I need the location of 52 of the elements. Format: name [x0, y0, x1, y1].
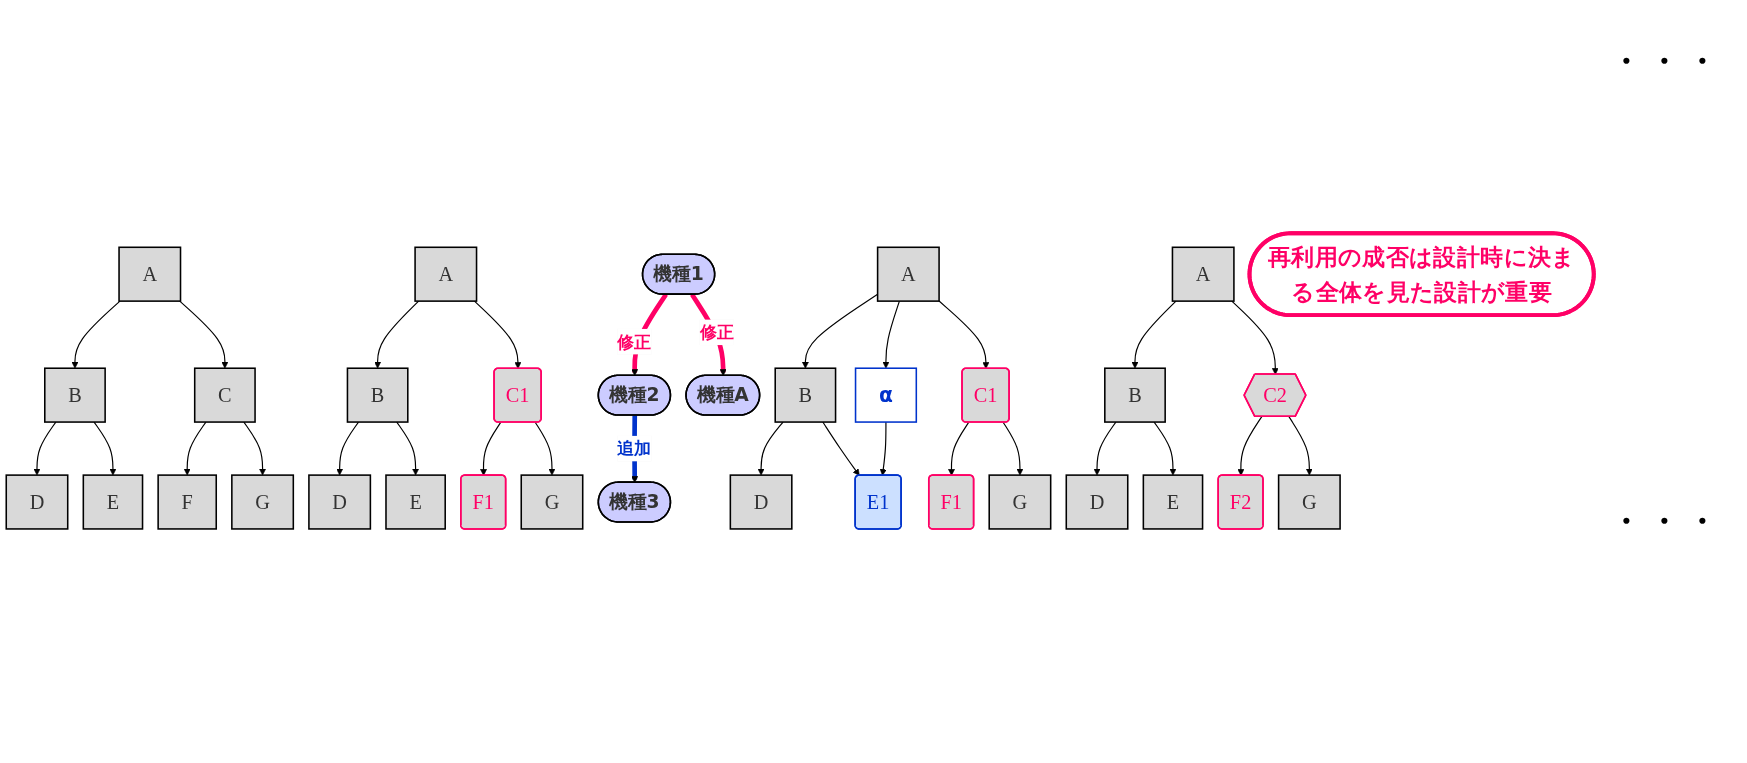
- arrow: [336, 421, 360, 476]
- arrow: [534, 422, 556, 476]
- arrow: [183, 421, 207, 476]
- arrow: [1231, 300, 1279, 376]
- arrow: [480, 422, 502, 477]
- arrow: [71, 300, 121, 369]
- node-box: B: [346, 367, 409, 424]
- arrow: [948, 422, 970, 477]
- arrow: [473, 300, 522, 370]
- arrow: [1288, 416, 1313, 476]
- arrow: [938, 300, 990, 370]
- arrow: [1237, 416, 1263, 477]
- node-box: G: [1277, 474, 1341, 531]
- arrow: [374, 300, 420, 369]
- node-box: A: [414, 246, 478, 303]
- edge-label: 追加: [617, 439, 652, 459]
- arrow: [396, 421, 420, 476]
- node-box: A: [118, 246, 182, 303]
- arrow: [879, 421, 887, 477]
- node-box: A: [1171, 246, 1235, 303]
- node-box: E: [1142, 474, 1204, 531]
- node-box: E: [385, 474, 446, 531]
- node-box: G: [988, 474, 1052, 531]
- node-box: C: [193, 367, 256, 424]
- node-box: α: [854, 367, 918, 424]
- node-box: G: [231, 474, 295, 531]
- edge-label: 修正: [617, 332, 652, 352]
- edge-label: 修正: [699, 322, 734, 343]
- node-box: D: [5, 474, 69, 531]
- arrow: [822, 421, 860, 477]
- node-box: A: [876, 246, 940, 303]
- ellipsis-text: ・・・: [1610, 501, 1724, 542]
- node-box: F: [157, 474, 217, 531]
- node-box: D: [308, 474, 372, 531]
- arrow: [93, 421, 117, 476]
- node-box: D: [1065, 474, 1129, 531]
- node-box: G: [520, 474, 584, 531]
- arrow: [1131, 300, 1177, 369]
- arrow: [1153, 421, 1177, 476]
- ellipsis-text: ・・・: [1610, 41, 1724, 82]
- arrow: [243, 421, 266, 476]
- arrow: [1093, 421, 1117, 476]
- arrow: [33, 421, 57, 476]
- arrow: [179, 300, 229, 369]
- arrow: [757, 421, 784, 476]
- arrow: [1002, 422, 1024, 476]
- node-box: B: [44, 367, 106, 424]
- node-box: E: [82, 474, 144, 531]
- node-box: B: [1104, 367, 1166, 424]
- node-box: B: [774, 367, 837, 424]
- node-box: D: [729, 474, 793, 531]
- arrow: [882, 300, 900, 369]
